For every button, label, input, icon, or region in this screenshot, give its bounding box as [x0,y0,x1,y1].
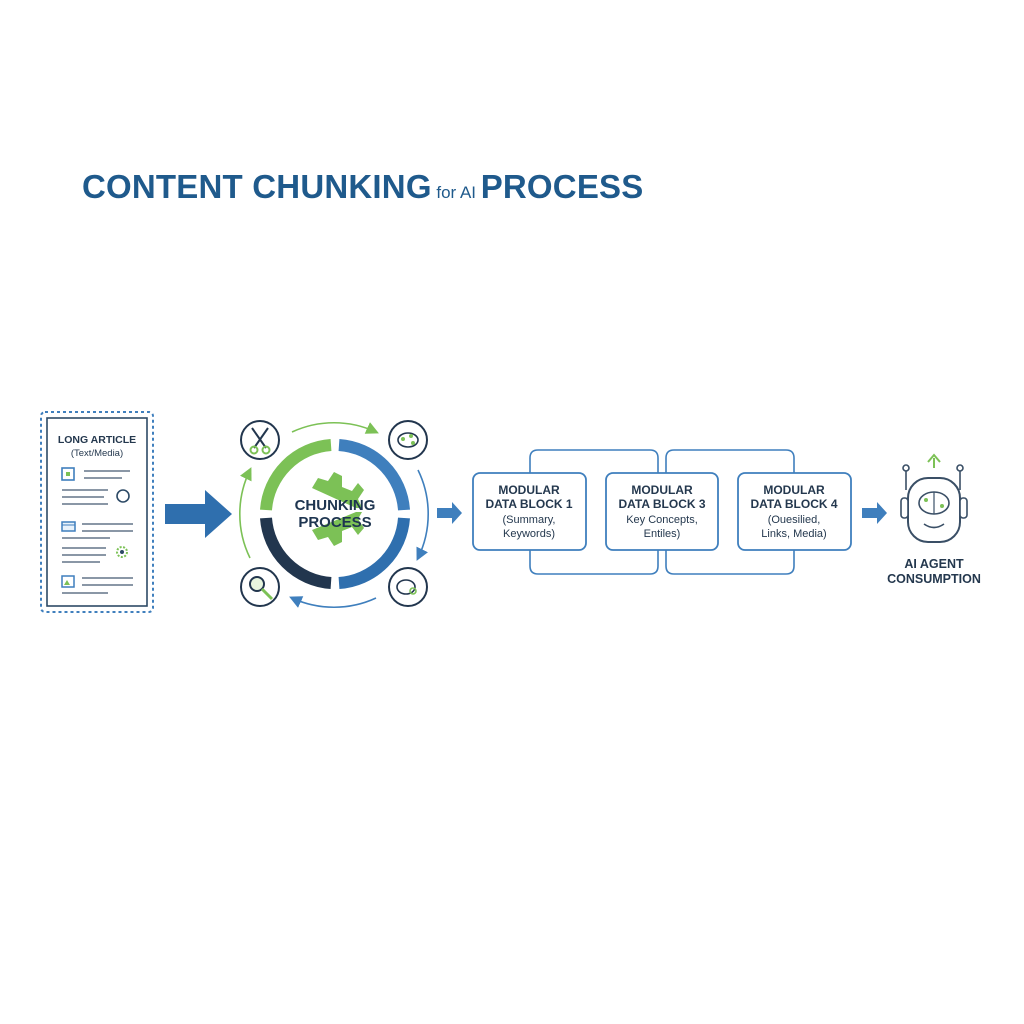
data-block-4: MODULAR DATA BLOCK 4 (Ouesilied, Links, … [737,472,852,551]
document-image-icon [61,575,75,588]
block-1-desc-line1: (Summary, [503,514,556,526]
document-folder-icon [61,521,76,532]
document-puzzle-icon [61,467,75,481]
document-gear-icon [116,546,128,558]
block-4-title-line1: MODULAR [763,483,825,497]
title-part-2: for AI [436,183,477,202]
block-1-title-line1: MODULAR [498,483,560,497]
title-part-3: PROCESS [480,168,644,205]
process-label-line1: CHUNKING [295,497,376,514]
robot-head-icon [900,453,968,543]
arrow-to-blocks [437,502,462,524]
block-1-desc-line2: Keywords) [503,528,555,540]
agent-label-line2: CONSUMPTION [887,572,981,586]
block-connectors [529,449,795,575]
brain-gear-icon [388,567,428,607]
block-3-desc-line2: Entiles) [644,528,681,540]
document-title: LONG ARTICLE [58,434,136,446]
block-4-title-line2: DATA BLOCK 4 [750,497,837,511]
document-subtitle: (Text/Media) [71,448,123,459]
long-article-document: LONG ARTICLE (Text/Media) [40,411,154,613]
block-3-desc-line1: Key Concepts, [626,514,698,526]
agent-label-line1: AI AGENT [904,557,964,571]
scissors-icon [240,420,280,460]
block-4-desc-line2: Links, Media) [761,528,826,540]
document-globe-icon [116,489,130,503]
data-block-1: MODULAR DATA BLOCK 1 (Summary, Keywords) [472,472,587,551]
process-label-line2: PROCESS [298,514,371,531]
diagram-title: CONTENT CHUNKING for AI PROCESS [82,168,643,206]
block-3-title-line2: DATA BLOCK 3 [618,497,705,511]
block-4-desc-line1: (Ouesilied, [768,514,821,526]
data-block-3: MODULAR DATA BLOCK 3 Key Concepts, Entil… [605,472,719,551]
arrow-to-process [165,490,232,538]
title-part-1: CONTENT CHUNKING [82,168,432,205]
brain-icon [388,420,428,460]
block-1-title-line2: DATA BLOCK 1 [485,497,572,511]
gear-icon [312,472,364,546]
arrow-to-agent [862,502,887,524]
chunking-process-cycle: CHUNKING PROCESS [239,422,429,608]
magnifier-icon [240,567,280,607]
block-3-title-line1: MODULAR [631,483,693,497]
